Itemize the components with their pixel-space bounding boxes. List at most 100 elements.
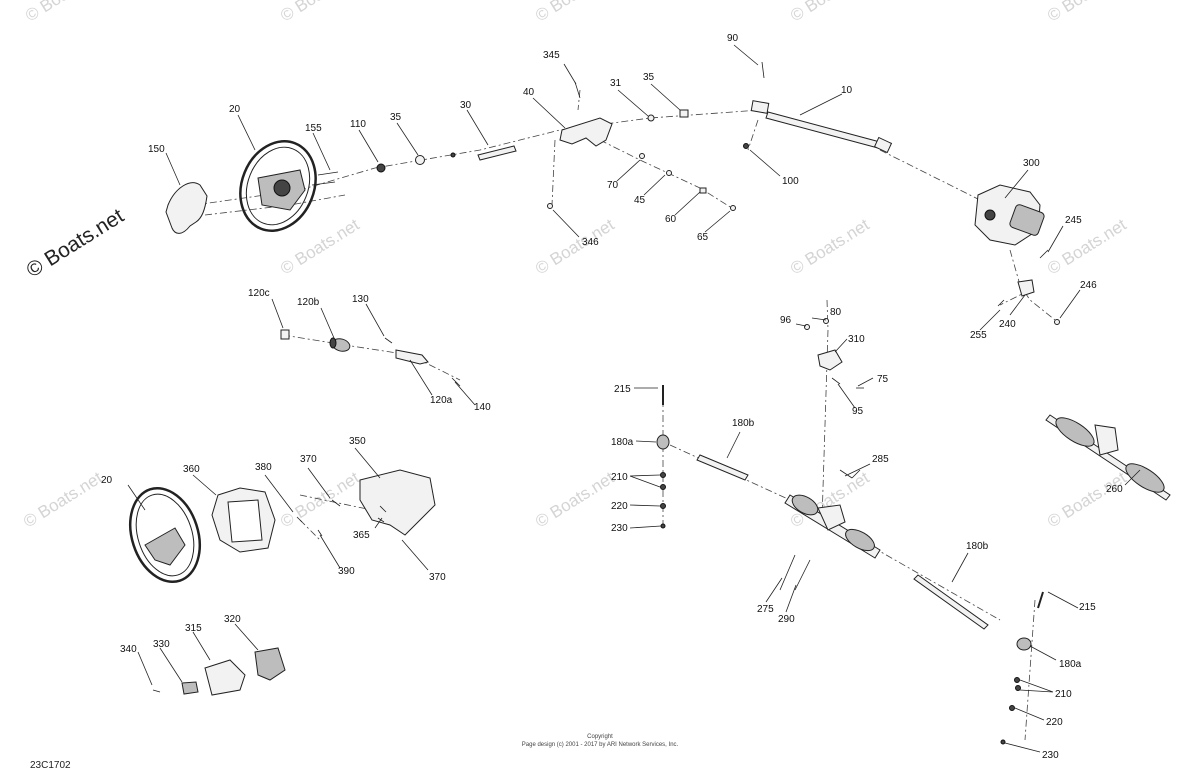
callout-346: 346 (582, 237, 599, 248)
copyright-line-2: Page design (c) 2001 - 2017 by ARI Netwo… (522, 742, 679, 748)
screw-340 (152, 689, 161, 693)
callout-390: 390 (338, 566, 355, 577)
watermark: © Boats.net (787, 215, 873, 278)
callout-labels: 150 20 155 110 35 30 40 345 31 35 90 10 … (101, 33, 1123, 761)
callout-120b: 120b (297, 297, 320, 308)
callout-70: 70 (607, 180, 619, 191)
callout-220: 220 (611, 501, 628, 512)
washer (450, 152, 456, 158)
steering-wheel-cover (165, 182, 208, 234)
bolt-90 (761, 61, 765, 79)
part-120b (329, 337, 351, 352)
watermarks: © Boats.net © Boats.net © Boats.net © Bo… (20, 0, 1130, 531)
callout-210b: 210 (1055, 689, 1072, 700)
callout-370b: 370 (429, 572, 446, 583)
callout-20-lower: 20 (101, 475, 113, 486)
callout-320: 320 (224, 614, 241, 625)
callout-31: 31 (610, 78, 622, 89)
callout-180b-lower: 180b (966, 541, 989, 552)
brand-logo: © Boats.net (22, 204, 128, 282)
bushing-35 (415, 155, 425, 165)
washer-70 (639, 153, 645, 159)
tie-rod-180b-lower (913, 574, 989, 630)
callout-380: 380 (255, 462, 272, 473)
steering-wheel-lower (129, 486, 201, 584)
callout-20: 20 (229, 104, 241, 115)
callout-240: 240 (999, 319, 1016, 330)
watermark: © Boats.net (1044, 468, 1130, 531)
callout-246: 246 (1080, 280, 1097, 291)
nut-110 (376, 163, 386, 173)
part-140 (451, 377, 461, 387)
callout-345: 345 (543, 50, 560, 61)
callout-260: 260 (1106, 484, 1123, 495)
callout-150: 150 (148, 144, 165, 155)
callout-230: 230 (611, 523, 628, 534)
watermark: © Boats.net (20, 468, 106, 531)
part-120a (395, 349, 429, 365)
steering-rack-assembly (784, 494, 881, 559)
watermark: © Boats.net (1044, 215, 1130, 278)
callout-215: 215 (614, 384, 631, 395)
callout-30: 30 (460, 100, 472, 111)
steering-shaft-30 (477, 145, 517, 161)
fitting-285 (839, 469, 861, 479)
watermark: © Boats.net (532, 468, 618, 531)
screw-155 (311, 171, 339, 186)
screw-390 (317, 529, 323, 537)
bushing-35b (679, 109, 689, 118)
callout-285: 285 (872, 454, 889, 465)
steering-wheel (239, 140, 317, 232)
part-120c (280, 329, 290, 340)
watermark: © Boats.net (787, 0, 873, 25)
callout-155: 155 (305, 123, 322, 134)
tie-rod-end-stack-left (656, 385, 670, 529)
callout-100: 100 (782, 176, 799, 187)
power-steering-unit-300 (974, 184, 1045, 246)
intermediate-shaft-10 (750, 100, 893, 154)
bracket-310 (817, 349, 843, 371)
watermark: © Boats.net (277, 468, 363, 531)
callout-75: 75 (877, 374, 889, 385)
nut-246 (1054, 319, 1060, 325)
tube-275-290 (779, 554, 811, 591)
callout-180a-lower: 180a (1059, 659, 1082, 670)
callout-290: 290 (778, 614, 795, 625)
bolt-95 (831, 377, 841, 385)
assembly-lines (194, 89, 1056, 741)
part-320 (254, 647, 286, 681)
callout-35: 35 (390, 112, 402, 123)
callout-90: 90 (727, 33, 739, 44)
screw-370 (331, 499, 341, 507)
callout-110: 110 (350, 119, 366, 130)
bushing-60 (699, 187, 707, 194)
callout-370: 370 (300, 454, 317, 465)
callout-60: 60 (665, 214, 677, 225)
washer-80 (823, 318, 829, 324)
leader-lines (127, 44, 1141, 753)
callout-65: 65 (697, 232, 709, 243)
bolt-346 (547, 203, 553, 209)
callout-120a: 120a (430, 395, 453, 406)
callout-140: 140 (474, 402, 491, 413)
callout-180b: 180b (732, 418, 755, 429)
callout-255: 255 (970, 330, 987, 341)
screw-380 (296, 516, 303, 523)
nut-65 (730, 205, 736, 211)
callout-120c: 120c (248, 288, 270, 299)
watermark: © Boats.net (1044, 0, 1130, 25)
callout-215b: 215 (1079, 602, 1096, 613)
part-330 (181, 681, 199, 695)
callout-315: 315 (185, 623, 202, 634)
support-bracket-40 (559, 117, 613, 147)
watermark: © Boats.net (532, 215, 618, 278)
bolt-245 (1039, 249, 1049, 259)
callout-310: 310 (848, 334, 865, 345)
part-315 (204, 659, 246, 696)
callout-300: 300 (1023, 158, 1040, 169)
tie-rod-180b (696, 454, 749, 481)
callout-10: 10 (841, 85, 853, 96)
callout-220b: 220 (1046, 717, 1063, 728)
nut-100 (743, 143, 749, 149)
callout-80: 80 (830, 307, 842, 318)
